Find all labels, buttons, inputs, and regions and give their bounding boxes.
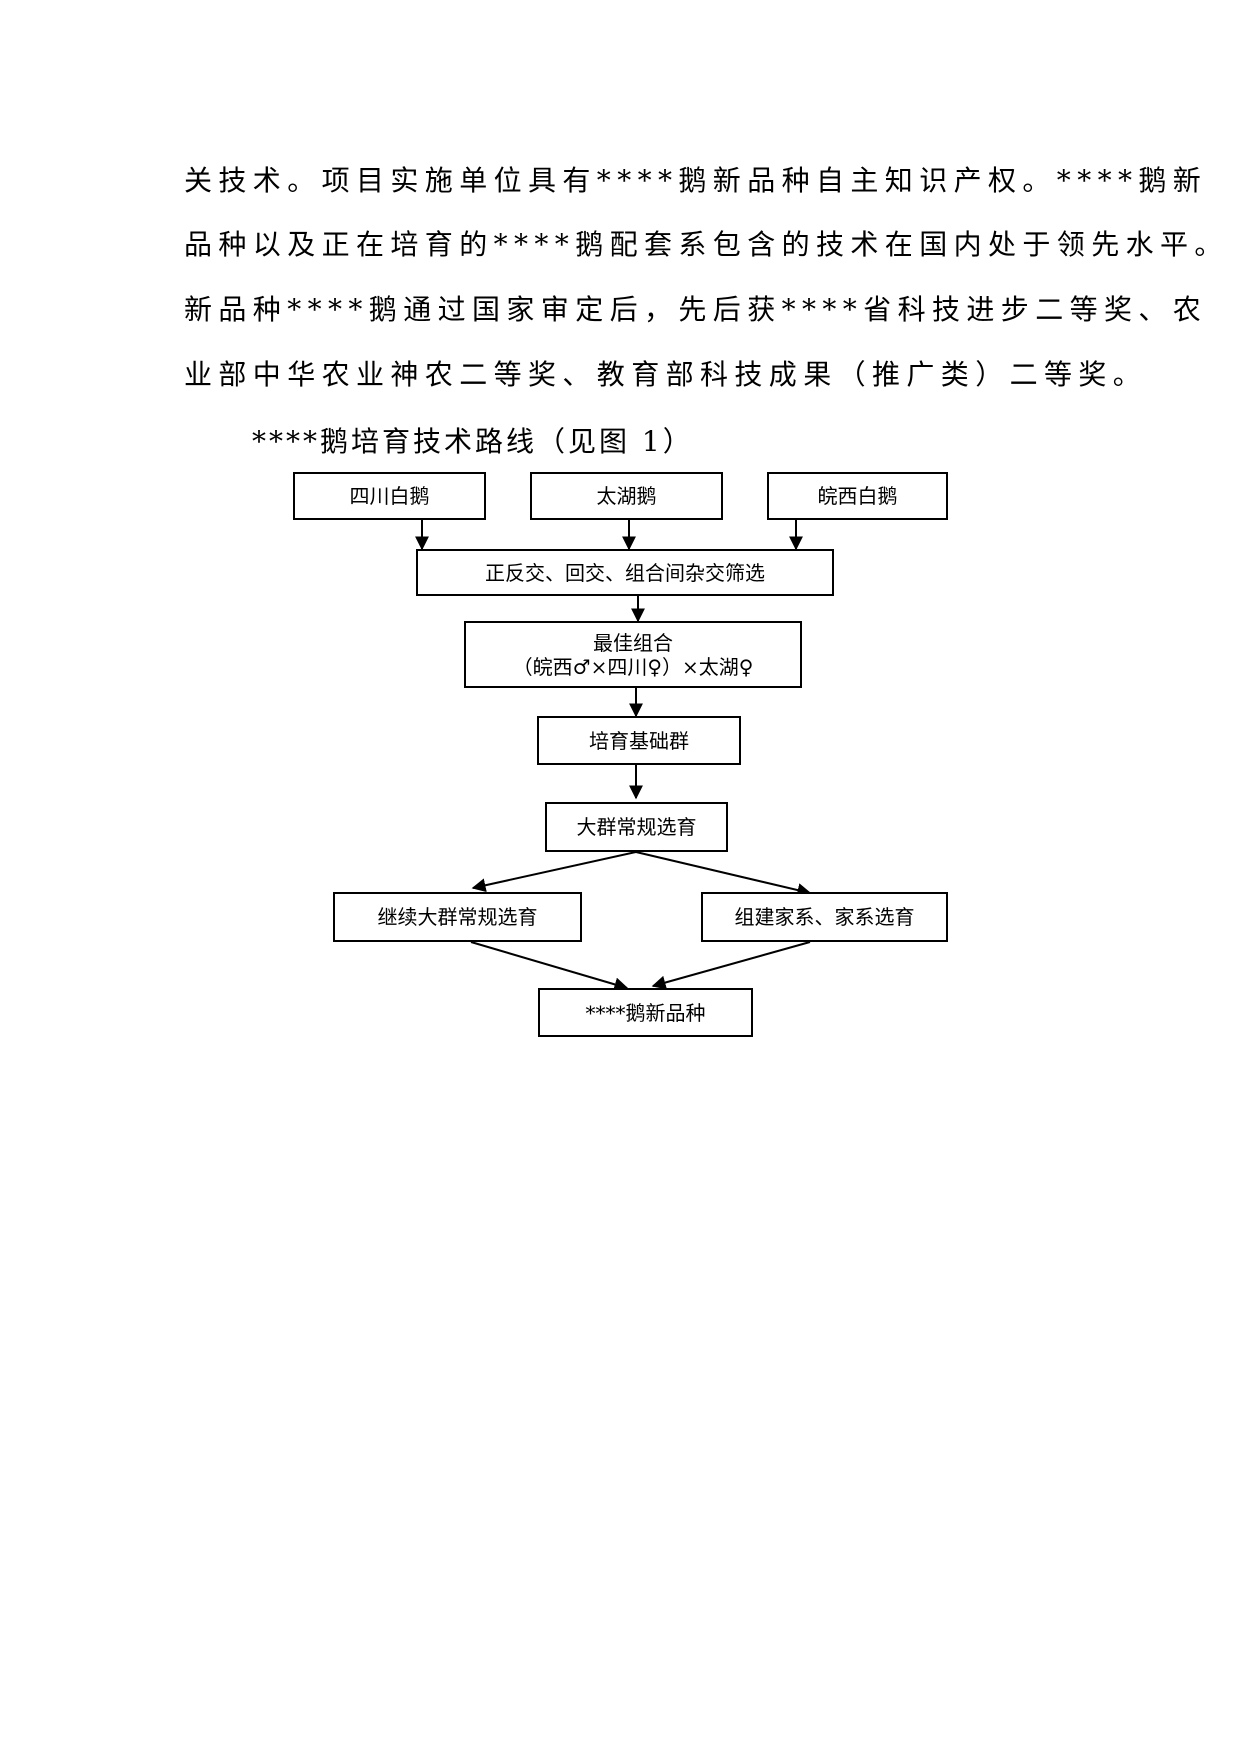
paragraph-line: 关技术。项目实施单位具有****鹅新品种自主知识产权。****鹅新	[184, 164, 1208, 197]
node-foundation-population: 培育基础群	[537, 716, 741, 765]
node-wanxi-white-goose: 皖西白鹅	[767, 472, 948, 520]
node-label: 大群常规选育	[576, 815, 697, 839]
node-new-breed: ****鹅新品种	[538, 988, 753, 1037]
node-label: 继续大群常规选育	[377, 905, 538, 929]
node-label: ****鹅新品种	[585, 1000, 706, 1025]
node-title: 最佳组合	[593, 630, 673, 655]
node-family-selection: 组建家系、家系选育	[701, 892, 948, 942]
arrow-mass-to-continue	[471, 851, 637, 893]
arrow-family-to-newbreed	[651, 941, 811, 990]
node-label: 皖西白鹅	[817, 484, 898, 508]
arrow-continue-to-newbreed	[470, 941, 629, 992]
figure-caption: ****鹅培育技术路线（见图 1）	[252, 425, 694, 458]
node-cross-screening: 正反交、回交、组合间杂交筛选	[416, 549, 834, 596]
node-mass-selection: 大群常规选育	[545, 802, 728, 852]
node-continue-mass-selection: 继续大群常规选育	[333, 892, 582, 942]
arrow-mass-to-family	[635, 851, 812, 897]
node-label: 培育基础群	[589, 728, 689, 753]
node-sichuan-white-goose: 四川白鹅	[293, 472, 486, 520]
paragraph-line: 新品种****鹅通过国家审定后，先后获****省科技进步二等奖、农	[184, 293, 1208, 326]
node-label: 正反交、回交、组合间杂交筛选	[485, 560, 765, 585]
node-label: 四川白鹅	[349, 484, 430, 508]
node-formula: （皖西♂×四川♀）×太湖♀	[512, 654, 754, 679]
node-label: 组建家系、家系选育	[734, 905, 915, 929]
node-label: 太湖鹅	[596, 484, 657, 508]
paragraph-line: 品种以及正在培育的****鹅配套系包含的技术在国内处于领先水平。	[184, 228, 1229, 261]
paragraph-line: 业部中华农业神农二等奖、教育部科技成果（推广类）二等奖。	[184, 358, 1148, 391]
node-best-combination: 最佳组合 （皖西♂×四川♀）×太湖♀	[464, 621, 802, 688]
node-taihu-goose: 太湖鹅	[530, 472, 723, 520]
